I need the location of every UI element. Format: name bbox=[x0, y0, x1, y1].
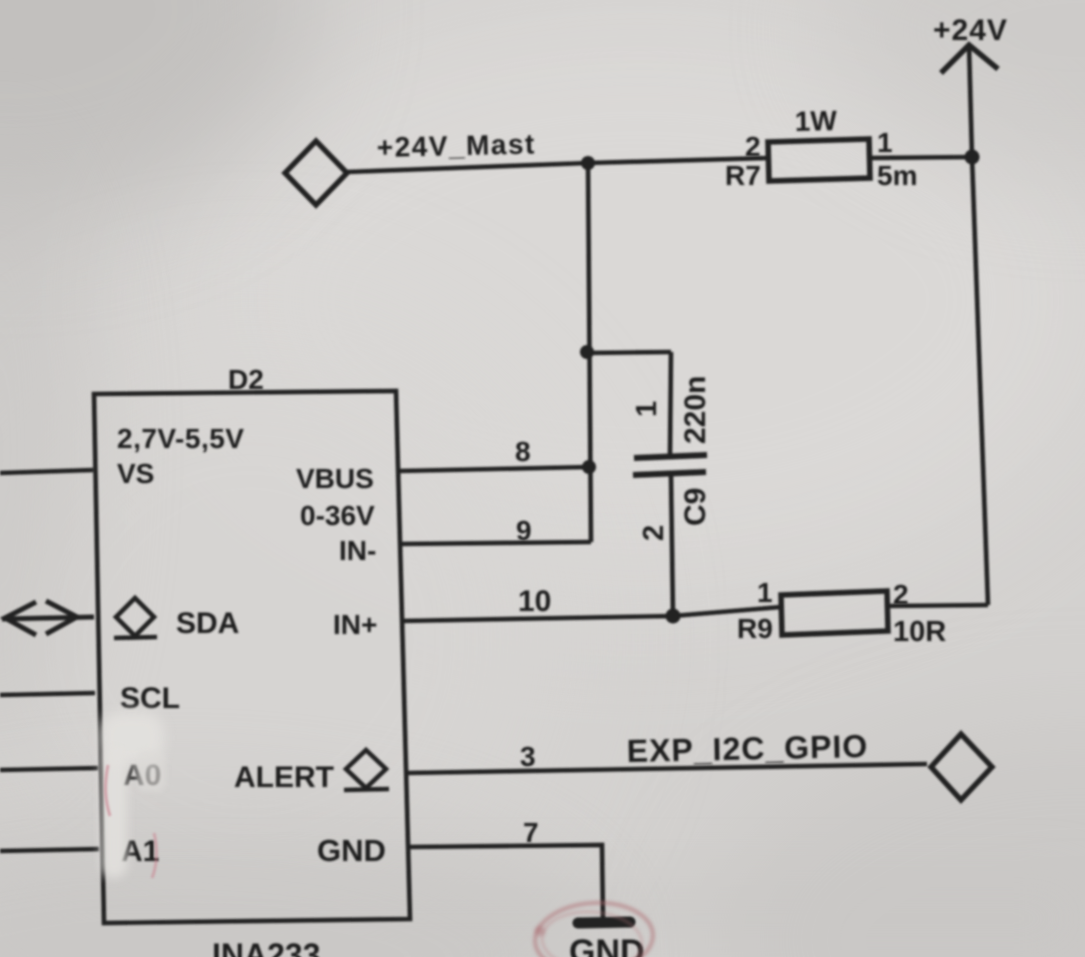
svg-text:INA233: INA233 bbox=[212, 937, 321, 957]
svg-text:0-36V: 0-36V bbox=[300, 500, 375, 531]
svg-text:D2: D2 bbox=[228, 364, 264, 395]
svg-text:2: 2 bbox=[638, 525, 670, 541]
svg-text:1: 1 bbox=[757, 577, 773, 608]
svg-text:R7: R7 bbox=[725, 160, 761, 191]
svg-text:220n: 220n bbox=[679, 376, 712, 444]
svg-text:1W: 1W bbox=[794, 105, 837, 137]
svg-text:10: 10 bbox=[518, 585, 551, 618]
svg-text:R9: R9 bbox=[737, 613, 773, 644]
svg-text:ALERT: ALERT bbox=[234, 761, 334, 794]
svg-text:2: 2 bbox=[745, 131, 761, 162]
svg-text:VS: VS bbox=[117, 458, 154, 489]
svg-text:VBUS: VBUS bbox=[296, 463, 374, 494]
svg-text:C9: C9 bbox=[679, 488, 712, 526]
svg-text:3: 3 bbox=[520, 741, 536, 772]
svg-text:SDA: SDA bbox=[176, 607, 239, 640]
svg-text:+24V_Mast: +24V_Mast bbox=[376, 128, 536, 163]
svg-text:2: 2 bbox=[893, 579, 909, 610]
svg-text:5m: 5m bbox=[877, 160, 917, 191]
svg-text:+24V: +24V bbox=[933, 14, 1008, 47]
svg-text:EXP_I2C_GPIO: EXP_I2C_GPIO bbox=[626, 728, 868, 769]
svg-text:1: 1 bbox=[877, 127, 893, 158]
svg-text:GND: GND bbox=[317, 833, 386, 868]
svg-text:IN+: IN+ bbox=[333, 609, 377, 640]
svg-text:1: 1 bbox=[631, 401, 663, 417]
svg-text:A1: A1 bbox=[121, 835, 159, 868]
svg-text:9: 9 bbox=[516, 515, 532, 546]
svg-text:7: 7 bbox=[523, 817, 539, 848]
svg-text:IN-: IN- bbox=[339, 535, 376, 566]
svg-text:10R: 10R bbox=[893, 616, 946, 648]
svg-text:8: 8 bbox=[515, 436, 531, 467]
svg-text:SCL: SCL bbox=[120, 682, 180, 715]
svg-text:2,7V-5,5V: 2,7V-5,5V bbox=[117, 423, 244, 454]
svg-text:GND: GND bbox=[569, 933, 645, 957]
